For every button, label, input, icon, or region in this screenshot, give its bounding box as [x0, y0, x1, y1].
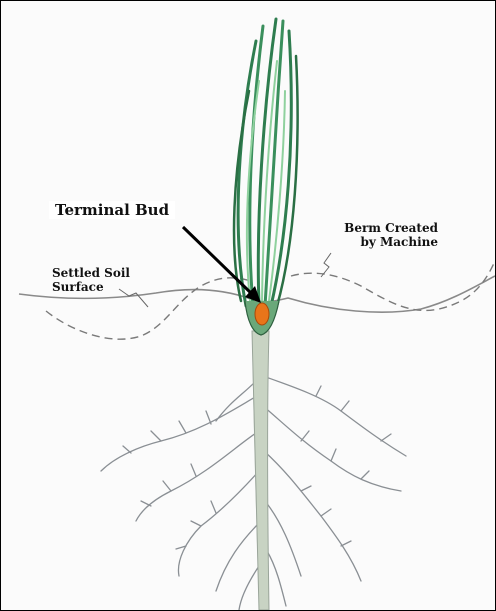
terminal-bud-label: Terminal Bud: [49, 201, 175, 219]
stem: [252, 331, 269, 610]
soil-label-line1: Settled Soil: [52, 266, 142, 280]
berm-label-line1: Berm Created: [314, 221, 438, 235]
soil-label: Settled Soil Surface: [52, 266, 142, 294]
terminal-bud: [255, 303, 269, 325]
needles: [234, 19, 298, 306]
soil-label-line2: Surface: [52, 280, 142, 294]
berm-label: Berm Created by Machine: [314, 221, 438, 249]
berm-label-line2: by Machine: [314, 235, 438, 249]
